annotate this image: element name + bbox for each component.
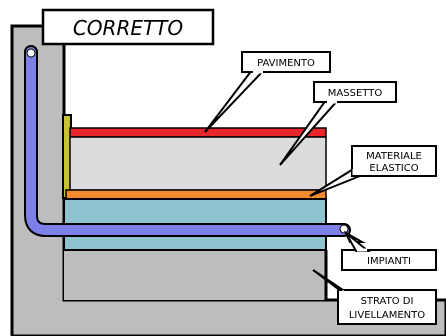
callout-systems-label: IMPIANTI bbox=[367, 256, 411, 267]
floor-layer bbox=[69, 127, 327, 138]
callout-systems-box bbox=[341, 249, 437, 271]
callout-screed-box bbox=[313, 81, 397, 103]
callout-screed-label: MASSETTO bbox=[328, 88, 383, 99]
callout-leveling: STRATO DI LIVELLAMENTO bbox=[312, 269, 437, 325]
pipe-end-top bbox=[26, 48, 36, 58]
title-text: CORRETTO bbox=[73, 16, 183, 40]
callout-leveling-box bbox=[337, 289, 437, 325]
base-slab bbox=[64, 250, 326, 300]
callout-leveling-label-1: STRATO DI bbox=[361, 296, 414, 307]
callout-floor-pointer bbox=[204, 69, 267, 133]
callout-floor-label: PAVIMENTO bbox=[257, 58, 315, 69]
callout-leveling-label-2: LIVELLAMENTO bbox=[349, 310, 425, 321]
callout-elastic-label-1: MATERIALE bbox=[366, 151, 422, 162]
screed-layer bbox=[69, 136, 327, 191]
callout-systems: IMPIANTI bbox=[341, 230, 437, 271]
elastic-layer bbox=[65, 189, 327, 200]
callout-floor: PAVIMENTO bbox=[204, 51, 331, 133]
callout-elastic: MATERIALE ELASTICO bbox=[309, 145, 437, 197]
title-box bbox=[41, 8, 215, 46]
callout-elastic-box bbox=[351, 145, 437, 177]
pipe bbox=[26, 47, 349, 235]
callout-elastic-label-2: ELASTICO bbox=[369, 163, 418, 174]
callout-floor-box bbox=[241, 51, 331, 73]
pipe-end-right bbox=[339, 224, 349, 234]
callout-screed: MASSETTO bbox=[279, 81, 397, 166]
